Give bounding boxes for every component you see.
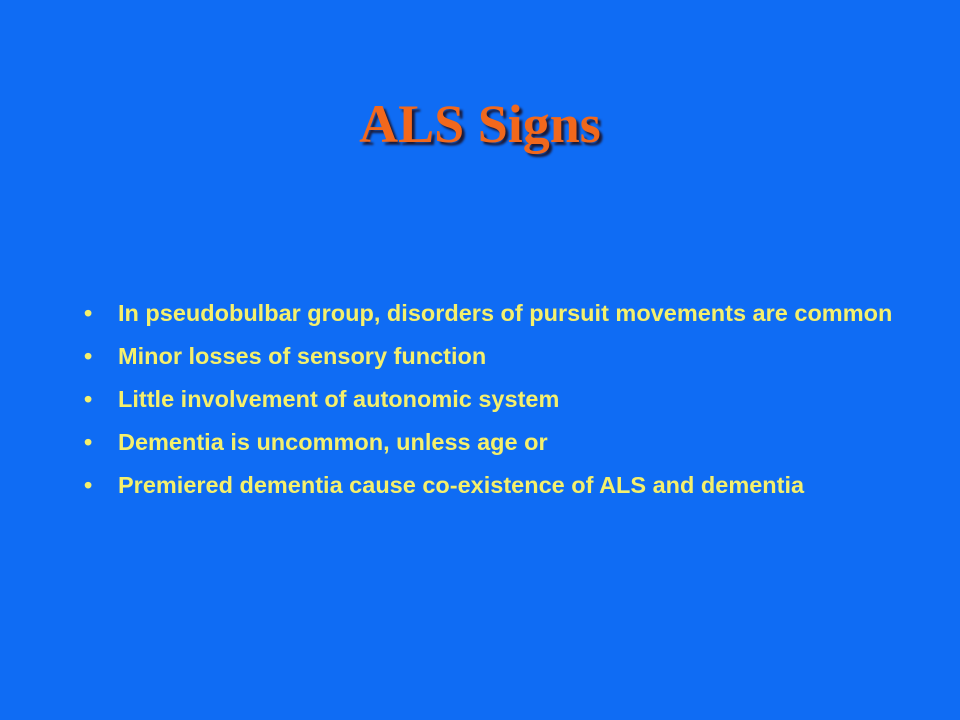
bullet-dot-icon: •: [84, 300, 93, 326]
bullet-item: • In pseudobulbar group, disorders of pu…: [84, 296, 944, 330]
bullet-text: Premiered dementia cause co-existence of…: [118, 472, 805, 498]
bullet-dot-icon: •: [84, 429, 93, 455]
bullet-text: In pseudobulbar group, disorders of purs…: [118, 300, 893, 326]
bullet-dot-icon: •: [84, 386, 93, 412]
bullet-text: Dementia is uncommon, unless age or: [118, 429, 548, 455]
bullet-item: • Dementia is uncommon, unless age or: [84, 425, 944, 459]
bullet-text: Little involvement of autonomic system: [118, 386, 560, 412]
bullet-text: Minor losses of sensory function: [118, 343, 487, 369]
bullet-dot-icon: •: [84, 343, 93, 369]
slide-title: ALS Signs: [359, 94, 601, 154]
bullet-dot-icon: •: [84, 472, 93, 498]
bullet-list: • In pseudobulbar group, disorders of pu…: [84, 296, 944, 511]
bullet-item: • Premiered dementia cause co-existence …: [84, 468, 944, 502]
bullet-item: • Little involvement of autonomic system: [84, 382, 944, 416]
bullet-item: • Minor losses of sensory function: [84, 339, 944, 373]
